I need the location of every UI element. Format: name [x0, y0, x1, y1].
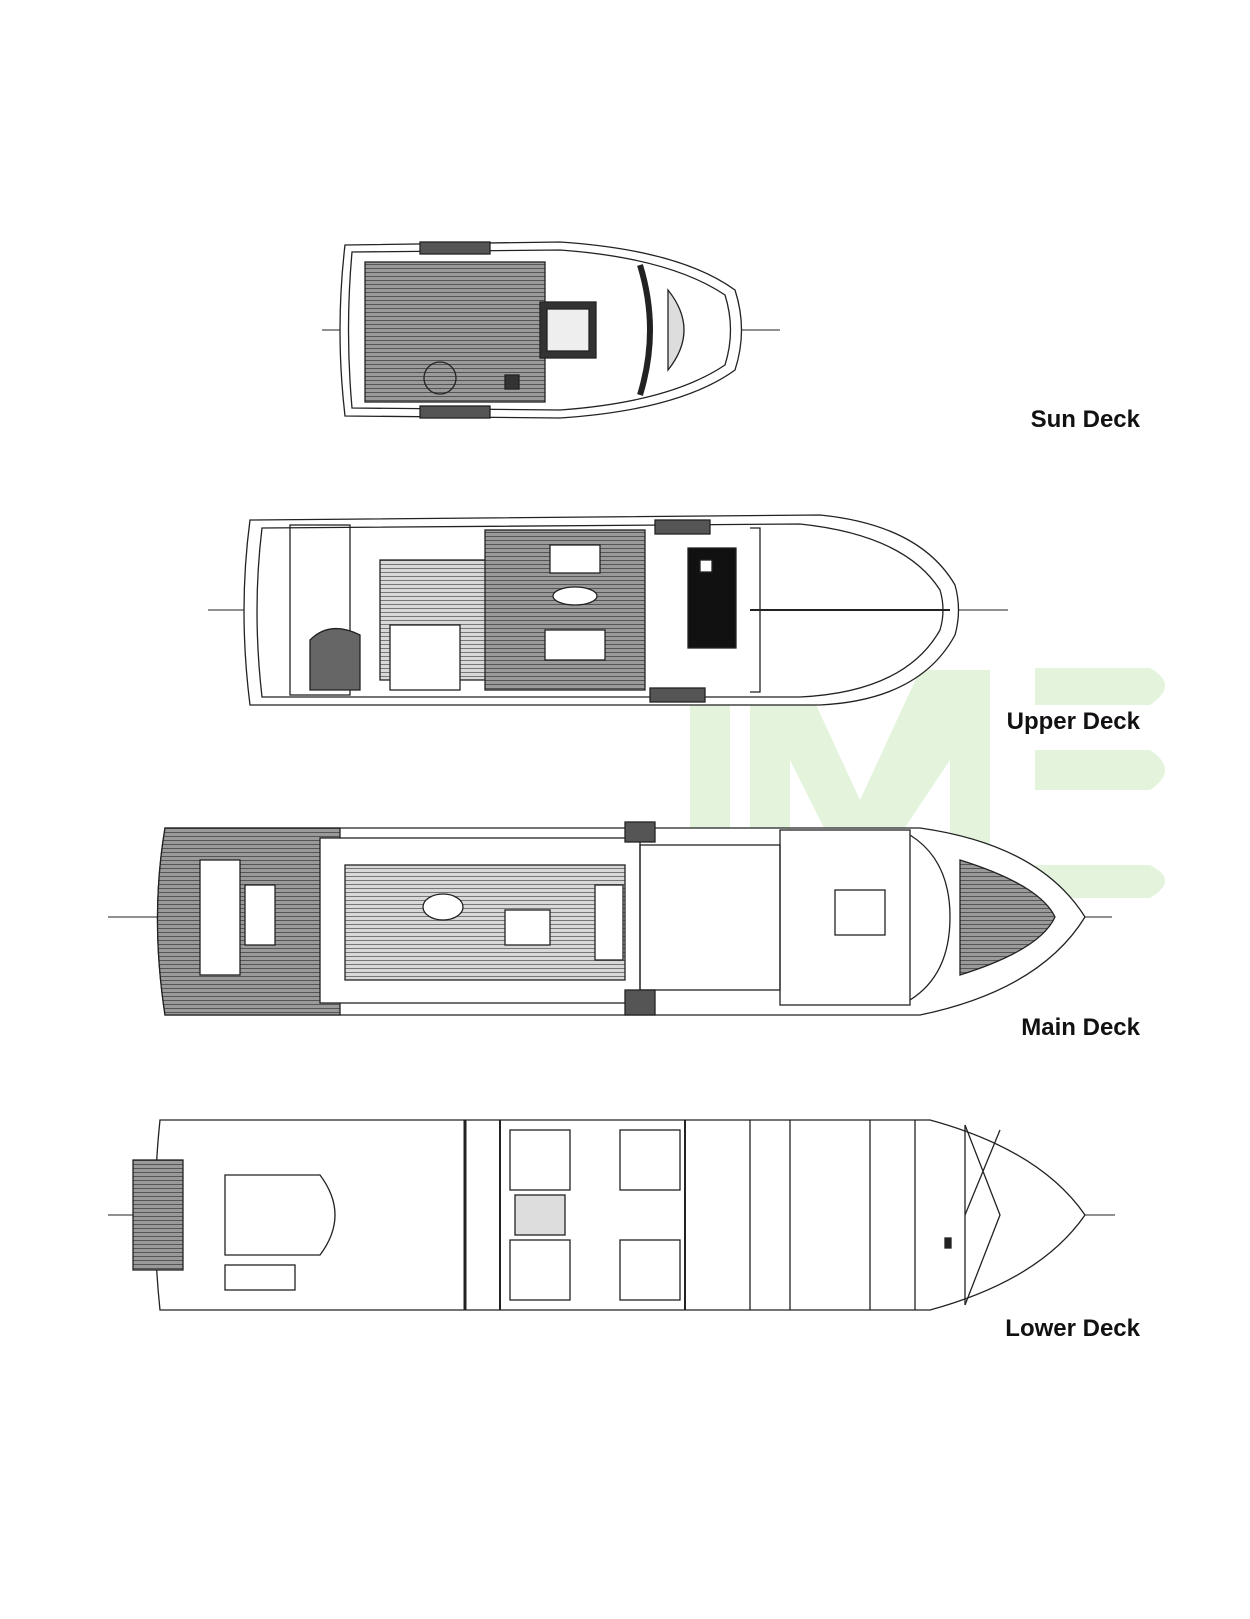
watermark-logo [690, 668, 1165, 900]
main-deck-plan [108, 821, 1112, 1016]
deck-label-sun: Sun Deck [1030, 406, 1140, 433]
lower-deck-plan [108, 1119, 1115, 1311]
deck-label-upper: Upper Deck [1006, 708, 1140, 735]
deck-label-main: Main Deck [1021, 1014, 1140, 1041]
upper-deck-plan [208, 514, 1008, 706]
sun-deck-plan [322, 241, 780, 419]
deck-label-lower: Lower Deck [1005, 1315, 1140, 1342]
